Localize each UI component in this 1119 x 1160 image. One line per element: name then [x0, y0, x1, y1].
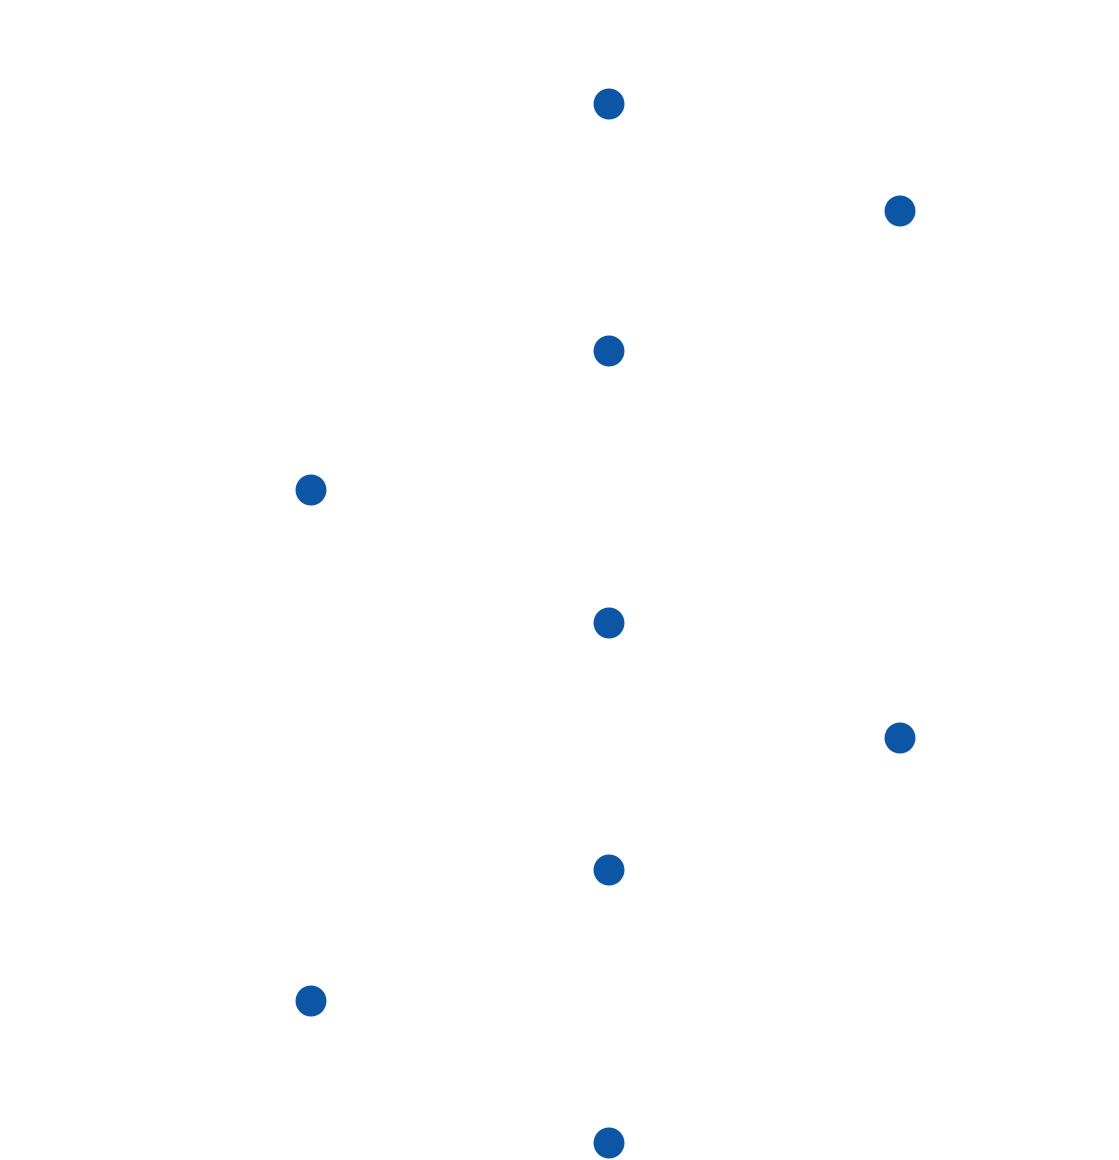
- blue-dot-6: [884, 722, 916, 754]
- blue-dot-8: [295, 985, 327, 1017]
- blue-dot-4: [295, 474, 327, 506]
- blue-dot-5: [593, 607, 625, 639]
- blue-dot-9: [593, 1127, 625, 1159]
- blue-dot-3: [593, 335, 625, 367]
- blue-dot-7: [593, 854, 625, 886]
- blue-dot-2: [884, 195, 916, 227]
- blue-dot-1: [593, 88, 625, 120]
